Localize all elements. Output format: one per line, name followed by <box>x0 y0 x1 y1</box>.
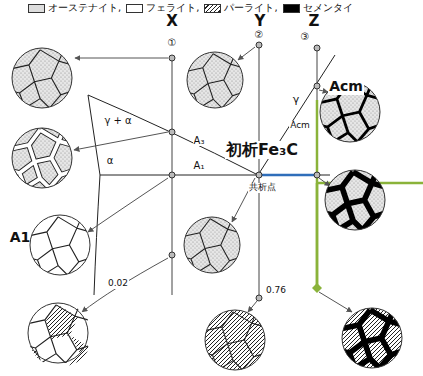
line-name: X <box>166 13 178 30</box>
phase-label: α <box>107 155 114 166</box>
legend-item: オーステナイト, <box>28 1 121 15</box>
legend-item: パーライト, <box>204 1 277 15</box>
line-name: Y <box>255 13 266 30</box>
axis-value: 0.02 <box>107 279 129 289</box>
line-name: A1 <box>10 230 31 245</box>
phase-label: γ + α <box>103 115 132 126</box>
line-name: Z <box>309 13 320 30</box>
legend-swatch <box>28 4 45 13</box>
line-name: A₃ <box>193 135 206 146</box>
line-name: Acm <box>328 79 364 94</box>
callout-number: ② <box>254 29 265 40</box>
legend-swatch <box>204 4 221 13</box>
legend-text: フェライト, <box>146 1 199 15</box>
callout-number: ③ <box>300 31 311 42</box>
annotation: 初析Fe₃C <box>225 141 299 159</box>
line-name: Acm <box>289 121 311 131</box>
point-label: 共析点 <box>248 183 277 193</box>
legend: オーステナイト, フェライト, パーライト, セメンタイ <box>28 1 358 15</box>
legend-text: パーライト, <box>224 1 277 15</box>
phase-label: γ <box>293 94 300 106</box>
legend-swatch <box>283 4 300 13</box>
legend-text: オーステナイト, <box>48 1 121 15</box>
line-name: A₁ <box>193 160 206 171</box>
legend-swatch <box>126 4 143 13</box>
legend-text: セメンタイ <box>303 1 353 15</box>
callout-number: ① <box>167 37 178 48</box>
legend-item: セメンタイ <box>283 1 353 15</box>
axis-value: 0.76 <box>265 286 287 296</box>
legend-item: フェライト, <box>126 1 199 15</box>
